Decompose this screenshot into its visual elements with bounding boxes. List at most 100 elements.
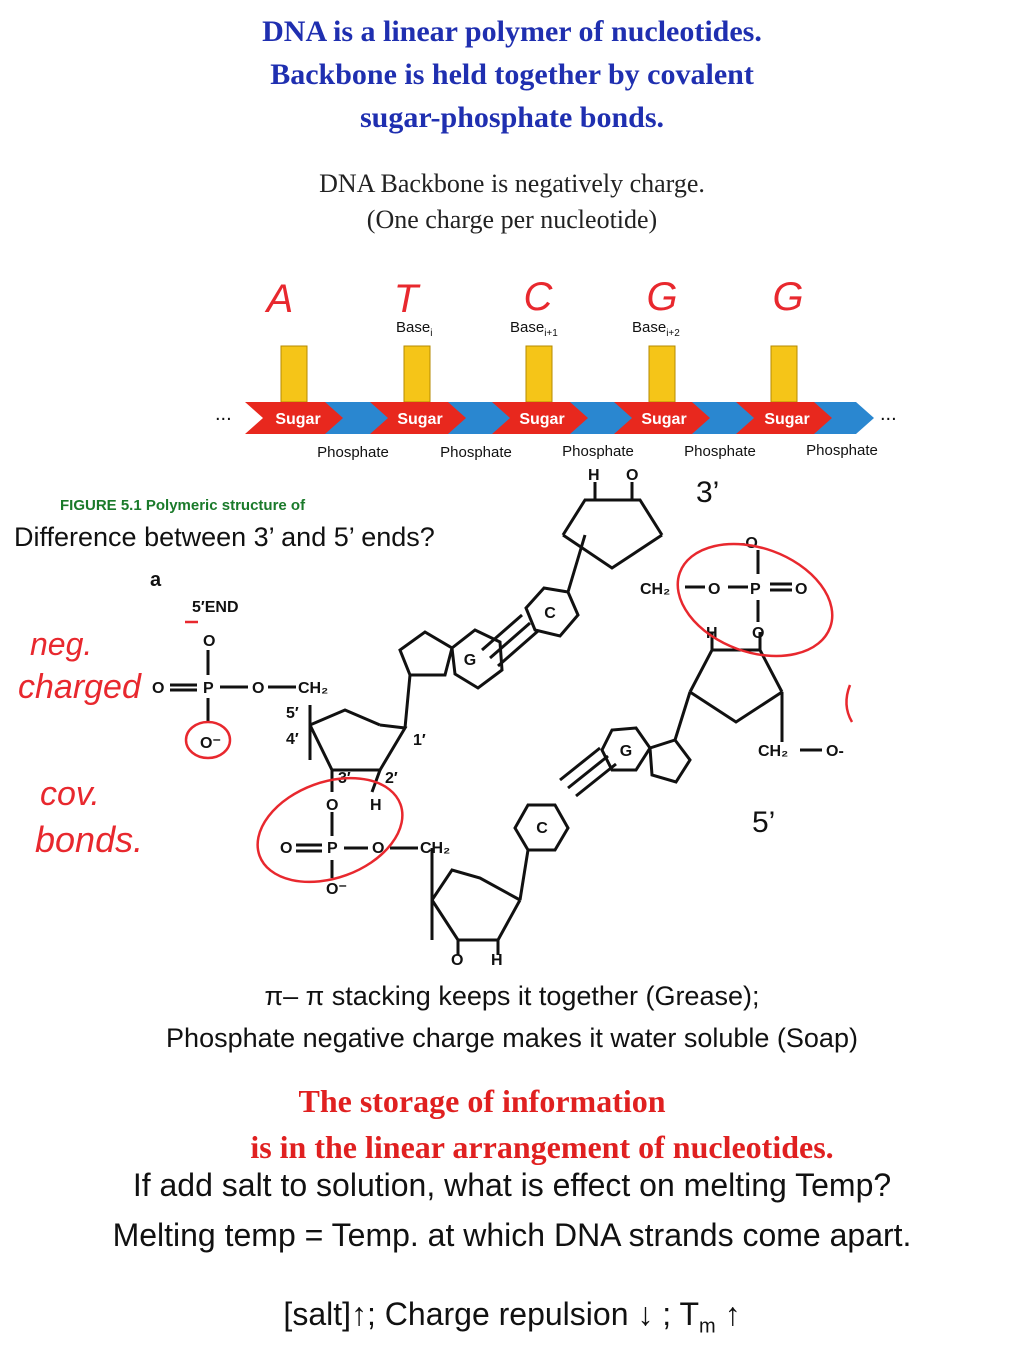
red-annotations bbox=[184, 542, 854, 884]
bonds bbox=[170, 482, 822, 955]
label-3-prime: 3’ bbox=[696, 476, 720, 509]
atom-o: O bbox=[752, 625, 764, 642]
base-letter: C bbox=[524, 275, 554, 319]
base-block bbox=[280, 345, 308, 403]
atom-p: P bbox=[750, 581, 761, 598]
figure-caption: FIGURE 5.1 Polymeric structure of bbox=[60, 497, 306, 514]
base-block bbox=[525, 345, 553, 403]
base-block bbox=[648, 345, 676, 403]
number-5: 5′ bbox=[286, 705, 299, 722]
subtitle-line-1: DNA Backbone is negatively charge. bbox=[319, 169, 705, 198]
atom-o: O bbox=[252, 680, 264, 697]
backbone bbox=[245, 402, 874, 434]
salt-question: If add salt to solution, what is effect … bbox=[0, 1160, 1024, 1260]
polymer-diagram: A T C G G Basei Basei+1 Basei+2 ... ... … bbox=[215, 275, 897, 461]
base-blocks bbox=[280, 345, 798, 403]
phosphate-segment bbox=[570, 402, 640, 434]
base-letter: A bbox=[265, 277, 294, 321]
sugar-label: Sugar bbox=[764, 411, 809, 428]
handwritten-notes: neg. charged cov. bonds. bbox=[18, 626, 143, 860]
stacking-text: π– π stacking keeps it together (Grease)… bbox=[0, 975, 1024, 1059]
sugar-label: Sugar bbox=[641, 411, 686, 428]
base-label: Basei bbox=[396, 319, 432, 339]
atom-o: O bbox=[372, 840, 384, 857]
atom-o-bottom: O- bbox=[826, 743, 844, 760]
atom-p: P bbox=[203, 680, 214, 697]
ring-g: G bbox=[464, 652, 476, 669]
ellipsis-left: ... bbox=[215, 403, 232, 425]
panel-label: a bbox=[150, 569, 162, 591]
phosphate-label: Phosphate bbox=[806, 442, 878, 459]
title-line-3: sugar-phosphate bonds. bbox=[360, 101, 664, 134]
storage-line-1: The storage of information bbox=[298, 1083, 666, 1119]
handwritten-base-letters: A T C G G bbox=[265, 275, 804, 321]
atom-ch2: CH₂ bbox=[420, 840, 450, 857]
note-bonds: bonds. bbox=[35, 819, 143, 860]
atom-o-minus: O⁻ bbox=[200, 735, 221, 752]
chemical-structure: a 5′END O P O O CH₂ O⁻ 5′ 4′ 1′ 3′ 2′ O … bbox=[18, 467, 854, 969]
title-line-1: DNA is a linear polymer of nucleotides. bbox=[262, 15, 762, 48]
subtitle-line-2: (One charge per nucleotide) bbox=[366, 205, 658, 234]
phosphate-labels: Phosphate Phosphate Phosphate Phosphate … bbox=[317, 442, 878, 461]
phosphate-label: Phosphate bbox=[562, 443, 634, 460]
number-1: 1′ bbox=[413, 732, 426, 749]
base-label: Basei+1 bbox=[510, 319, 558, 339]
atom-o: O bbox=[626, 467, 638, 484]
atom-o: O bbox=[203, 633, 215, 650]
slide-title: DNA is a linear polymer of nucleotides. … bbox=[0, 10, 1024, 139]
phosphate-label: Phosphate bbox=[317, 444, 389, 461]
stacking-line-1: π– π stacking keeps it together (Grease)… bbox=[264, 981, 760, 1011]
atom-o: O bbox=[708, 581, 720, 598]
salt-answer: [salt]↑; Charge repulsion ↓ ; Tm ↑ bbox=[0, 1296, 1024, 1338]
base-block bbox=[403, 345, 431, 403]
ring-c: C bbox=[536, 820, 548, 837]
atom-labels: a 5′END O P O O CH₂ O⁻ 5′ 4′ 1′ 3′ 2′ O … bbox=[150, 467, 844, 969]
circle-cov-bond-left bbox=[256, 776, 404, 884]
answer-subscript: m bbox=[699, 1315, 716, 1338]
atom-o-minus-top: -O bbox=[740, 535, 758, 552]
phosphate-segment bbox=[814, 402, 874, 434]
sugar-labels: Sugar Sugar Sugar Sugar Sugar bbox=[275, 411, 809, 428]
ring-g: G bbox=[620, 743, 632, 760]
atom-h: H bbox=[588, 467, 600, 484]
atom-ch2: CH₂ bbox=[640, 581, 670, 598]
atom-h: H bbox=[491, 952, 503, 969]
atom-ch2: CH₂ bbox=[298, 680, 328, 697]
sugar-label: Sugar bbox=[275, 411, 320, 428]
salt-line-1: If add salt to solution, what is effect … bbox=[132, 1167, 892, 1203]
slide-subtitle: DNA Backbone is negatively charge. (One … bbox=[0, 166, 1024, 238]
sugar-label: Sugar bbox=[397, 411, 442, 428]
atom-o: O bbox=[451, 952, 463, 969]
number-2: 2′ bbox=[385, 770, 398, 787]
circle-cov-bond-right bbox=[676, 542, 834, 658]
storage-statement: The storage of information is in the lin… bbox=[0, 1078, 1024, 1170]
atom-o: O bbox=[280, 840, 292, 857]
atom-p: P bbox=[327, 840, 338, 857]
base-block bbox=[770, 345, 798, 403]
phosphate-label: Phosphate bbox=[440, 444, 512, 461]
phosphate-label: Phosphate bbox=[684, 443, 756, 460]
ring-c: C bbox=[544, 605, 556, 622]
base-letter: T bbox=[394, 277, 421, 321]
phosphate-segment bbox=[448, 402, 518, 434]
atom-o-minus: O⁻ bbox=[326, 881, 347, 898]
base-letter: G bbox=[646, 275, 677, 319]
answer-suffix: ↑ bbox=[715, 1296, 741, 1332]
answer-prefix: [salt]↑; Charge repulsion ↓ ; T bbox=[283, 1296, 700, 1332]
atom-h: H bbox=[370, 797, 382, 814]
base-label: Basei+2 bbox=[632, 319, 680, 339]
note-cov: cov. bbox=[40, 775, 100, 813]
sugar-label: Sugar bbox=[519, 411, 564, 428]
atom-h: H bbox=[706, 625, 718, 642]
ends-question: Difference between 3’ and 5’ ends? bbox=[14, 522, 435, 552]
number-4: 4′ bbox=[286, 731, 299, 748]
atom-o: O bbox=[326, 797, 338, 814]
stacking-line-2: Phosphate negative charge makes it water… bbox=[166, 1023, 858, 1053]
note-charged: charged bbox=[18, 668, 142, 706]
atom-o: O bbox=[152, 680, 164, 697]
ellipsis-right: ... bbox=[880, 403, 897, 425]
title-line-2: Backbone is held together by covalent bbox=[270, 58, 754, 91]
circle-o-minus bbox=[184, 720, 232, 760]
end-label-5: 5′END bbox=[192, 599, 239, 616]
phosphate-segment bbox=[692, 402, 762, 434]
